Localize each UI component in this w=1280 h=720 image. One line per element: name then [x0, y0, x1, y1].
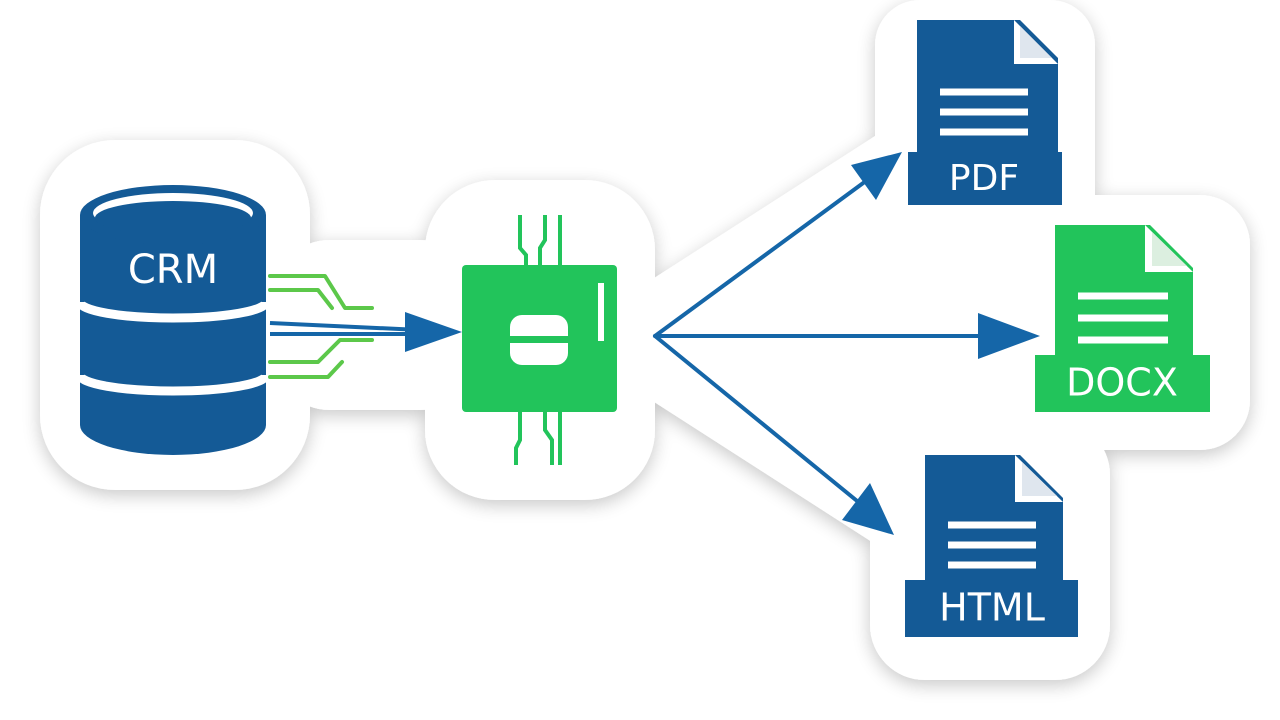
arrow-to-pdf: [653, 176, 872, 338]
arrowhead-html: [842, 483, 894, 535]
arrowhead-docx: [978, 313, 1040, 359]
processor-chip-icon: [462, 215, 617, 465]
arrow-to-html: [653, 334, 864, 507]
pdf-document-icon: [908, 20, 1062, 205]
html-label: HTML: [939, 586, 1045, 630]
docx-label: DOCX: [1066, 361, 1178, 405]
output-arrows: [653, 176, 992, 507]
arrowhead-pdf: [851, 152, 902, 200]
crm-label: CRM: [128, 247, 218, 293]
html-document-icon: [905, 455, 1078, 637]
arrowheads: [842, 152, 1040, 535]
green-connectors: [268, 274, 374, 379]
input-arrow: [269, 312, 462, 352]
pdf-label: PDF: [949, 158, 1019, 199]
database-icon: [75, 185, 271, 455]
docx-document-icon: [1035, 225, 1210, 412]
